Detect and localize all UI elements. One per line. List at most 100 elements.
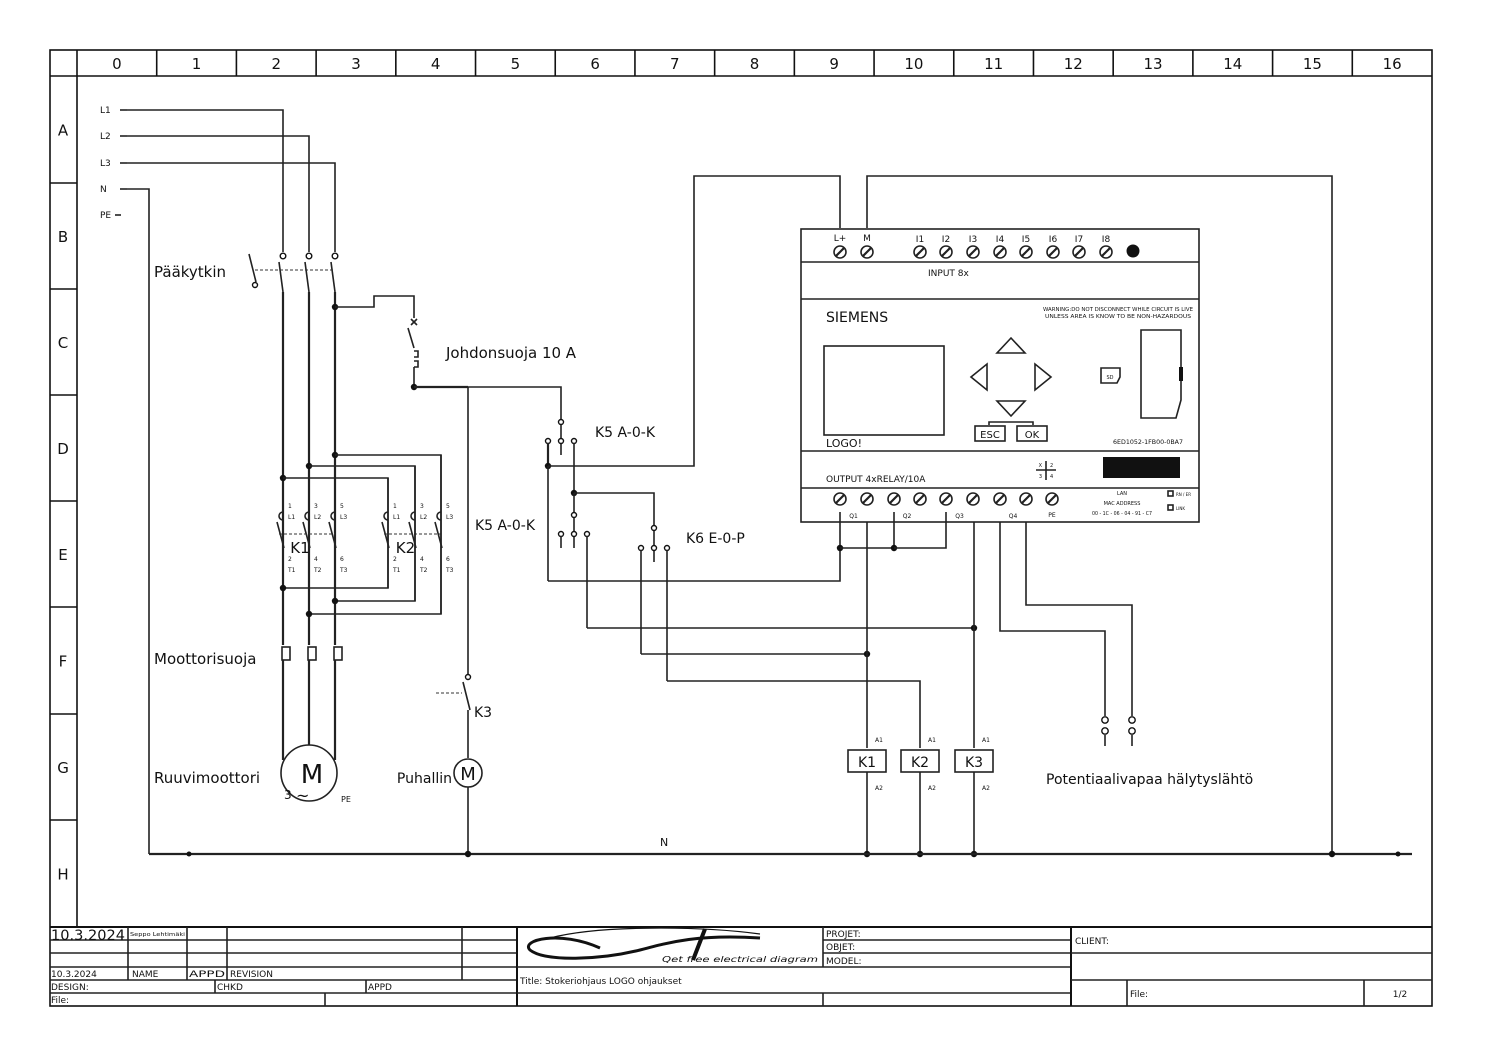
file-label-left: File:	[51, 996, 69, 1006]
power-terminal-label: L+	[834, 234, 847, 244]
neutral-bus-label: N	[660, 836, 668, 849]
alarm-output-label: Potentiaalivapaa hälytyslähtö	[1046, 772, 1253, 788]
projet-label: PROJET:	[826, 930, 861, 940]
design-label: DESIGN:	[51, 983, 89, 993]
input-label-I4: I4	[996, 235, 1005, 245]
junction-dot	[331, 597, 339, 605]
k3-contact-label: K3	[474, 705, 492, 721]
pole-terminal: T3	[445, 567, 454, 574]
terminal-circle	[650, 544, 658, 552]
screw-slot	[915, 494, 925, 504]
button-bracket	[988, 421, 1034, 425]
screw-slot	[968, 494, 978, 504]
input-section-label: INPUT 8x	[928, 269, 969, 279]
contact-blade	[276, 521, 285, 549]
screw-slot	[1074, 247, 1084, 257]
logo-stroke	[549, 927, 761, 939]
column-label-11: 11	[984, 55, 1003, 73]
output-label-Q3: Q3	[955, 513, 964, 520]
motor-circle	[280, 744, 338, 802]
column-label-0: 0	[112, 55, 122, 73]
pole-terminal: T1	[392, 567, 401, 574]
input-label-I1: I1	[916, 235, 924, 245]
contactor-label: K1	[290, 539, 309, 557]
plc-label-plate	[1103, 457, 1180, 478]
switch-blade	[330, 261, 336, 293]
motor-phase: 3	[284, 788, 292, 802]
x-label: 2	[1050, 463, 1053, 469]
contact-arc	[383, 511, 389, 521]
pole-number: 6	[446, 556, 450, 563]
thermal-element	[307, 646, 317, 661]
column-label-9: 9	[829, 55, 839, 73]
column-label-1: 1	[192, 55, 202, 73]
junction-dot	[1395, 851, 1401, 857]
terminal-circle	[544, 437, 552, 445]
esc-label: ESC	[980, 430, 1000, 441]
screw-slot	[995, 247, 1005, 257]
screw-slot	[862, 494, 872, 504]
pole-number: 5	[446, 503, 450, 510]
power-circuit: 1L12T13L24T25L36T3K11L12T13L24T25L36T3K2…	[154, 292, 454, 805]
wire-breaker-in	[335, 295, 415, 318]
wire-to-k2	[667, 680, 921, 748]
date-large: 10.3.2024	[51, 928, 125, 944]
switch-blade	[304, 261, 310, 293]
pe-label: PE	[1048, 512, 1056, 519]
up-arrow-button	[995, 336, 1027, 354]
terminal-circle	[557, 418, 565, 426]
junction-dot	[464, 850, 472, 858]
sd-label: SD	[1106, 375, 1113, 381]
pole-number: 1	[288, 503, 292, 510]
terminal-circle	[570, 511, 578, 519]
lan-label: LAN	[1117, 491, 1127, 497]
led-label: LINK	[1176, 506, 1185, 511]
x-label: 3	[1039, 474, 1042, 480]
terminal-circle	[583, 530, 591, 538]
column-label-15: 15	[1303, 55, 1322, 73]
screw-slot	[1101, 247, 1111, 257]
part-number: 6ED1052-1FB00-0BA7	[1113, 439, 1183, 446]
pole-terminal: L3	[340, 514, 347, 521]
screw-slot	[968, 247, 978, 257]
brand-label: SIEMENS	[826, 310, 888, 326]
contact-arc	[304, 511, 310, 521]
motor-pe: PE	[341, 795, 351, 804]
k5-label-mid: K5 A-0-K	[475, 518, 536, 534]
motor-protection-label: Moottorisuoja	[154, 650, 256, 668]
k6-selector: K6 E-0-P	[637, 524, 921, 748]
column-label-6: 6	[590, 55, 600, 73]
input-label-I3: I3	[969, 235, 977, 245]
junction-dot	[1328, 850, 1336, 858]
pole-terminal: T2	[419, 567, 428, 574]
breaker-trip-mark	[410, 318, 418, 326]
qet-logo: Qet free electrical diagram	[526, 927, 818, 964]
screw-slot	[1021, 247, 1031, 257]
input-label-I7: I7	[1075, 235, 1083, 245]
pole-terminal: T1	[287, 567, 296, 574]
output-label-Q2: Q2	[903, 513, 912, 520]
name-header: NAME	[132, 970, 159, 980]
screw-slot	[862, 247, 872, 257]
led-indicator	[1167, 504, 1174, 511]
motor-protection: Moottorisuoja	[154, 646, 343, 668]
ok-label: OK	[1025, 430, 1040, 441]
breaker-coil	[414, 350, 419, 368]
supply-label-L1: L1	[100, 106, 111, 116]
contact-blade	[302, 521, 311, 549]
output-wiring	[836, 512, 1133, 748]
column-label-8: 8	[750, 55, 760, 73]
screw-slot	[995, 494, 1005, 504]
pole-terminal: T2	[313, 567, 322, 574]
coil-a1: A1	[928, 737, 936, 744]
column-label-10: 10	[904, 55, 923, 73]
appd-header: APPD	[189, 970, 225, 980]
k5-selector-mid: K5 A-0-K	[475, 511, 978, 632]
terminal-circle	[1101, 716, 1109, 724]
warning-text: UNLESS AREA IS KNOW TO BE NON-HAZARDOUS	[1045, 314, 1191, 320]
thermal-element	[333, 646, 343, 661]
terminal-circle	[637, 544, 645, 552]
